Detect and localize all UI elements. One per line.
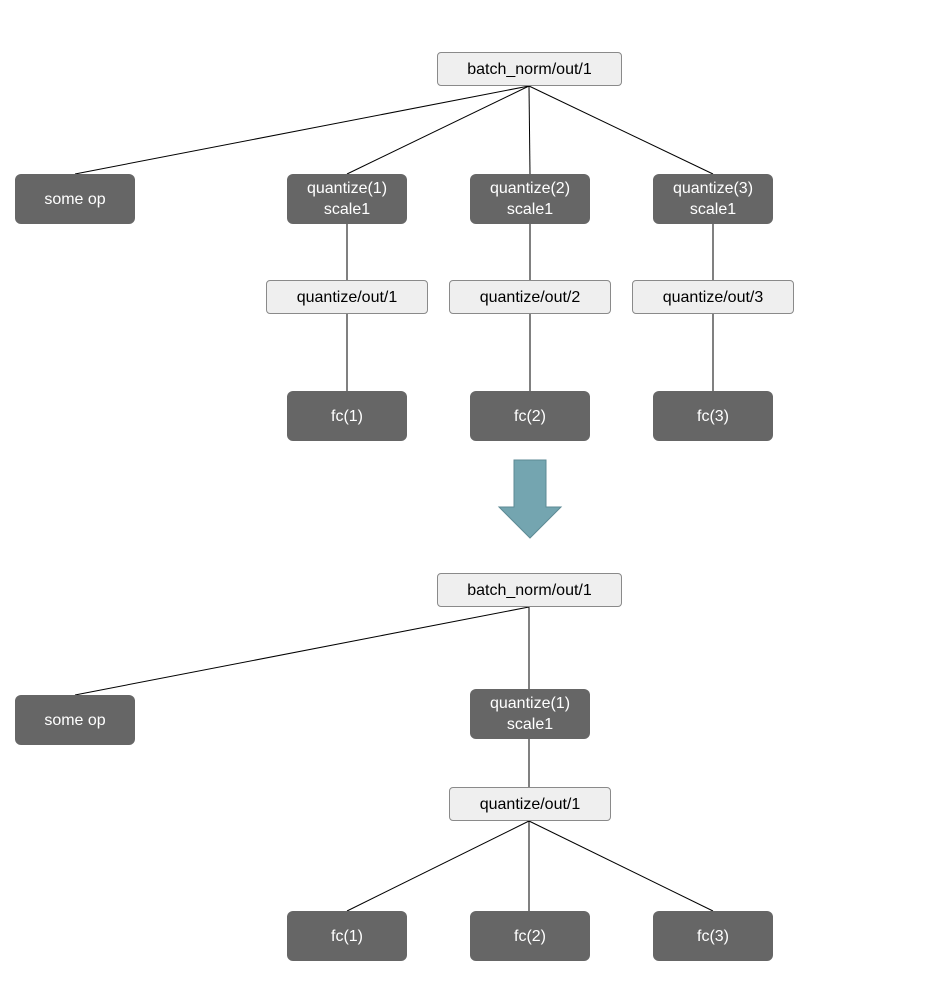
- edge-bn-to-some-op: [74, 85, 530, 175]
- op-quantize-1: quantize(1) scale1: [287, 174, 407, 224]
- tensor-label: quantize/out/3: [662, 288, 764, 306]
- op-label: quantize(1): [489, 695, 571, 712]
- edge-bn-to-some-op-after: [74, 606, 530, 696]
- op-label: quantize(3): [672, 180, 754, 197]
- edge-bn-to-quantize-3: [528, 85, 714, 175]
- tensor-quantize-out-after: quantize/out/1: [449, 787, 611, 821]
- op-param: scale1: [323, 201, 371, 218]
- op-some-op: some op: [15, 174, 135, 224]
- op-quantize-3: quantize(3) scale1: [653, 174, 773, 224]
- op-fc-3: fc(3): [653, 391, 773, 441]
- tensor-quantize-out-3: quantize/out/3: [632, 280, 794, 314]
- tensor-batch-norm-out: batch_norm/out/1: [437, 52, 622, 86]
- op-fc-1-after: fc(1): [287, 911, 407, 961]
- tensor-quantize-out-2: quantize/out/2: [449, 280, 611, 314]
- op-fc-3-after: fc(3): [653, 911, 773, 961]
- tensor-label: batch_norm/out/1: [467, 60, 592, 78]
- tensor-label: quantize/out/2: [479, 288, 581, 306]
- edge-out-to-fc-3-after: [528, 820, 714, 912]
- edge-out-to-fc-1-after: [346, 820, 530, 912]
- op-param: scale1: [506, 201, 554, 218]
- tensor-label: quantize/out/1: [296, 288, 398, 306]
- tensor-batch-norm-out-after: batch_norm/out/1: [437, 573, 622, 607]
- op-label: fc(2): [514, 927, 546, 945]
- edge-bn-to-quantize-1: [346, 85, 530, 175]
- op-label: quantize(1): [306, 180, 388, 197]
- op-label: fc(1): [331, 927, 363, 945]
- op-label: some op: [44, 190, 106, 208]
- down-arrow-icon: [497, 459, 563, 539]
- op-label: fc(3): [697, 407, 729, 425]
- tensor-label: quantize/out/1: [479, 795, 581, 813]
- op-label: fc(3): [697, 927, 729, 945]
- op-fc-2-after: fc(2): [470, 911, 590, 961]
- op-label: some op: [44, 711, 106, 729]
- op-param: scale1: [689, 201, 737, 218]
- op-quantize-after: quantize(1) scale1: [470, 689, 590, 739]
- op-some-op-after: some op: [15, 695, 135, 745]
- edge-bn-to-quantize-2: [528, 85, 531, 175]
- op-label: fc(2): [514, 407, 546, 425]
- op-label: quantize(2): [489, 180, 571, 197]
- op-fc-1: fc(1): [287, 391, 407, 441]
- op-quantize-2: quantize(2) scale1: [470, 174, 590, 224]
- tensor-label: batch_norm/out/1: [467, 581, 592, 599]
- tensor-quantize-out-1: quantize/out/1: [266, 280, 428, 314]
- op-label: fc(1): [331, 407, 363, 425]
- op-fc-2: fc(2): [470, 391, 590, 441]
- op-param: scale1: [506, 716, 554, 733]
